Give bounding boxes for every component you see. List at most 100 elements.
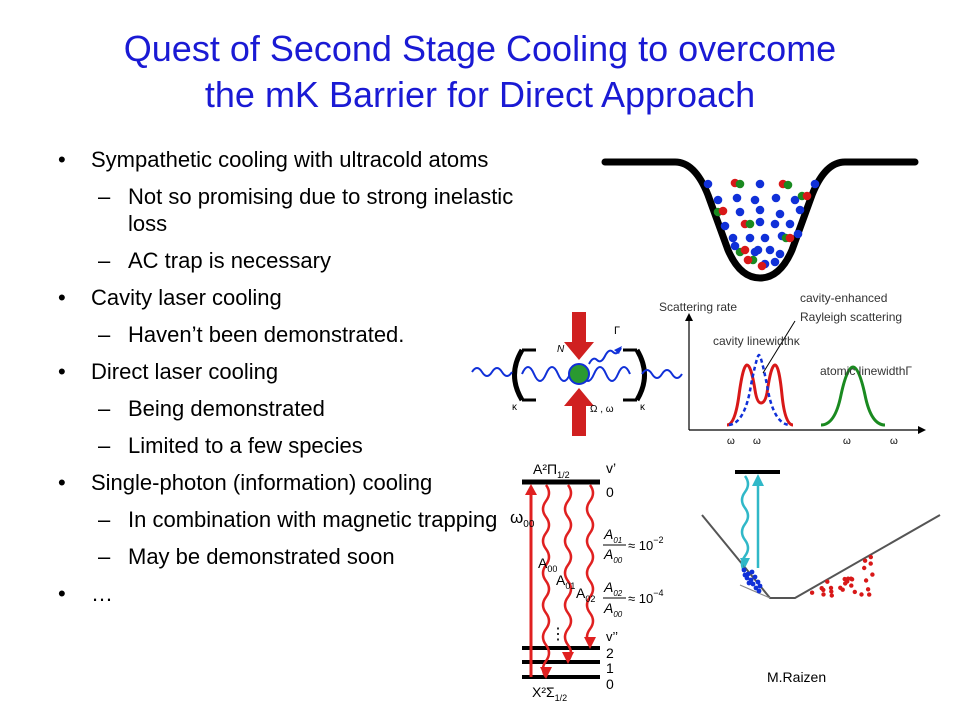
ratio1-denominator: A00 (603, 546, 623, 565)
atom (775, 209, 785, 219)
energy-level-diagram: A²Π1/2 v’ 0 ω00 A00 A01 A02 ⋮ v’’ 2 1 0 … (510, 460, 663, 703)
plot-ylabel: Scattering rate (659, 300, 737, 314)
enhanced-label-line-1: cavity-enhanced (800, 291, 887, 305)
pump-arrow-up (564, 388, 594, 436)
sub-bullet: –AC trap is necessary (98, 248, 331, 273)
atom (770, 257, 780, 267)
molecule (568, 363, 590, 385)
upper-state-label: A²Π1/2 (533, 461, 570, 480)
hot-atom (821, 592, 826, 597)
sub-bullet: –In combination with magnetic trapping (98, 507, 498, 532)
hot-atom (870, 572, 875, 577)
cold-atom (741, 567, 747, 573)
atom (730, 241, 740, 251)
atomic-resonance-green (820, 365, 886, 427)
hot-atom (867, 592, 872, 597)
hot-atom (859, 592, 864, 597)
sub-bullet: –May be demonstrated soon (98, 544, 395, 569)
raizen-excite-head (752, 474, 764, 486)
hot-atom (868, 561, 873, 566)
hot-atom (863, 578, 869, 583)
scattering-rate-plot: Scattering rate cavity-enhanced Rayleigh… (659, 291, 926, 447)
cavity-diagram: N Γ κ κ Ω , ω (471, 312, 683, 436)
v-prime-0: 0 (606, 484, 614, 500)
atom (745, 219, 755, 229)
cold-atom (746, 580, 752, 586)
v-dprime-label: v’’ (606, 629, 618, 644)
decay-a01-head (562, 652, 574, 664)
atom (735, 179, 745, 189)
sub-bullet-text: Being demonstrated (128, 396, 325, 421)
raizen-ramp (739, 584, 771, 599)
hot-atom (825, 579, 830, 584)
enhanced-label-line-2: Rayleigh scattering (800, 310, 902, 324)
bullet-list: Sympathetic cooling with ultracold atoms… (58, 146, 518, 617)
atom (743, 255, 753, 265)
left-mirror (512, 348, 525, 402)
a01-label: A01 (556, 572, 575, 591)
atom (765, 245, 775, 255)
cold-atom (750, 581, 756, 587)
raizen-v-potential (701, 514, 941, 599)
bullet-direct: Direct laser cooling (58, 358, 518, 385)
atom (760, 233, 770, 243)
hot-atom (865, 587, 871, 592)
atom (753, 245, 763, 255)
decay-a00 (541, 484, 551, 678)
sub-bullet-text: Not so promising due to strong inelastic… (128, 184, 514, 236)
cavity-omega-label: Ω , ω (590, 404, 614, 415)
hot-atom (862, 565, 867, 571)
pump-arrow-down (564, 312, 594, 360)
hot-atom (868, 554, 873, 560)
plot-x-arrowhead (918, 426, 926, 434)
v-prime-label: v’ (606, 460, 616, 476)
x-tick-label: ω (727, 436, 735, 447)
atom (785, 233, 795, 243)
omega00-label: ω00 (510, 508, 535, 530)
sub-bullet-text: May be demonstrated soon (128, 544, 395, 569)
atom (771, 193, 781, 203)
atom (795, 205, 805, 215)
cavity-enhanced-blue (728, 353, 790, 427)
trap-well-diagram (601, 158, 919, 282)
atom (757, 261, 767, 271)
sub-bullet: –Haven’t been demonstrated. (98, 322, 405, 347)
hot-atom (829, 589, 834, 594)
pump-arrowhead (525, 484, 537, 495)
x-tick-label: ω (753, 436, 761, 447)
decay-a00-head (540, 667, 552, 679)
right-mirror (634, 348, 647, 402)
cold-atom (755, 579, 761, 585)
atom (770, 219, 780, 229)
ratio2-denominator: A00 (603, 600, 623, 619)
hot-atom (821, 587, 826, 593)
bullet-ellipsis: … (58, 580, 518, 607)
sub-bullet-text: Limited to a few species (128, 433, 363, 458)
ratio1-value: ≈ 10−2 (628, 535, 663, 553)
atom (785, 219, 795, 229)
hot-atom (828, 585, 834, 591)
atom (775, 249, 785, 259)
atom (790, 195, 800, 205)
cavity-gamma-label: Γ (614, 325, 620, 337)
sub-bullet-text: AC trap is necessary (128, 248, 331, 273)
sub-bullet-text: Haven’t been demonstrated. (128, 322, 405, 347)
decay-a02-head (584, 637, 596, 649)
sub-bullet: –Being demonstrated (98, 396, 325, 421)
pointer-line (762, 320, 796, 374)
atom (713, 195, 723, 205)
bullet-sympathetic: Sympathetic cooling with ultracold atoms (58, 146, 518, 173)
cold-atom (753, 585, 759, 591)
cavity-kappa-left: κ (512, 402, 518, 413)
decay-a01 (563, 484, 573, 662)
v-dprime-1: 1 (606, 660, 614, 676)
atom (740, 245, 750, 255)
atom (720, 221, 730, 231)
trapped-atoms (703, 178, 820, 271)
a00-label: A00 (538, 555, 557, 574)
level-ellipsis: ⋮ (550, 626, 566, 643)
hot-atom (862, 558, 868, 563)
slide-title: Quest of Second Stage Cooling to overcom… (0, 26, 960, 118)
cavity-resonance-red (726, 363, 794, 427)
atomic-linewidth-label: atomic linewidthΓ (820, 364, 912, 378)
